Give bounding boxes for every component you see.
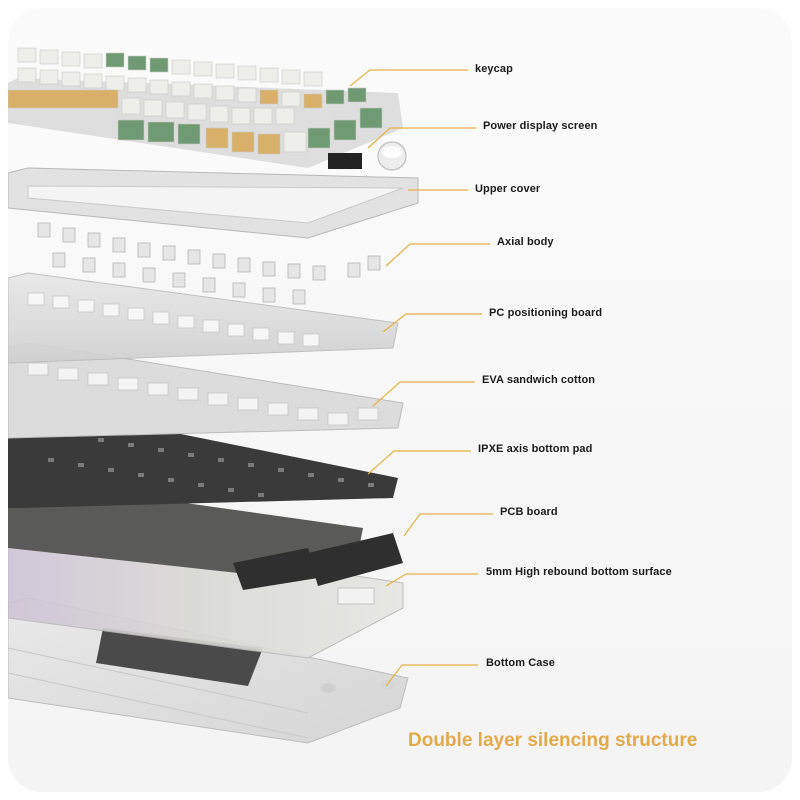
leader-line-7 [403, 513, 493, 537]
pc-board-layer [8, 272, 399, 364]
keycaps-layer [8, 47, 403, 168]
leader-line-5 [372, 381, 475, 407]
leader-lines [349, 69, 493, 687]
leader-line-9 [385, 664, 478, 687]
leader-line-4 [382, 313, 482, 333]
bottom-case-layer [8, 597, 409, 744]
label-eva-sandwich-cotton: EVA sandwich cotton [482, 374, 596, 386]
label-bottom-case: Bottom Case [486, 657, 555, 669]
label-pc-positioning-board: PC positioning board [489, 307, 603, 319]
leader-line-0 [349, 69, 468, 87]
leader-line-6 [367, 450, 471, 475]
label-bottom-surface: 5mm High rebound bottom surface [486, 566, 672, 578]
label-axial-body: Axial body [497, 236, 554, 248]
label-pcb-board: PCB board [500, 506, 558, 518]
label-keycap: keycap [475, 63, 513, 75]
diagram-frame: keycap Power display screen Upper cover … [8, 8, 792, 792]
keyboard-exploded-view [8, 47, 493, 744]
switches-layer [37, 222, 381, 305]
label-power-display-screen: Power display screen [483, 120, 598, 132]
leader-line-1 [367, 127, 476, 149]
label-upper-cover: Upper cover [475, 183, 541, 195]
label-ipxe-axis-bottom-pad: IPXE axis bottom pad [478, 443, 593, 455]
upper-cover-layer [8, 167, 419, 239]
tagline: Double layer silencing structure [408, 730, 698, 751]
leader-line-8 [385, 573, 478, 587]
display-and-knob [328, 141, 407, 171]
leader-line-3 [385, 243, 490, 267]
